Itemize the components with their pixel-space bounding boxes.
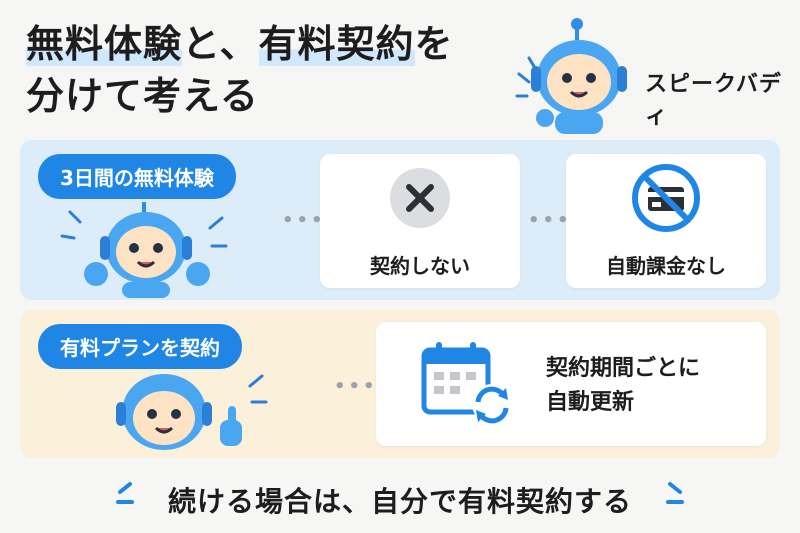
accent-lines-icon [116, 482, 134, 504]
title-line-1: 無料体験と、有料契約を [26, 18, 526, 70]
paid-plan-panel: 有料プランを契約 ••• [20, 310, 780, 458]
no-contract-label: 契約しない [370, 254, 470, 278]
auto-renew-label: 契約期間ごとに 自動更新 [546, 352, 700, 420]
no-auto-charge-card: 自動課金なし [566, 154, 766, 288]
no-contract-card: 契約しない [320, 154, 520, 288]
title-paid-contract: 有料契約 [258, 22, 415, 66]
no-credit-card-icon [632, 164, 700, 232]
mascot-thumbs-up-icon [116, 374, 268, 450]
title-particle: を [414, 22, 454, 66]
paid-plan-badge: 有料プランを契約 [38, 324, 242, 369]
brand-mascot-icon [515, 18, 627, 134]
free-trial-badge: 3日間の無料体験 [38, 154, 236, 199]
title-line-2: 分けて考える [26, 74, 259, 118]
footer-text: 続ける場合は、自分で有料契約する [167, 485, 632, 518]
title-conj: と、 [182, 22, 259, 66]
free-trial-panel: 3日間の無料体験 ••• 契約しない ••• [20, 140, 780, 300]
connector-dots: ••• [334, 376, 378, 397]
auto-renew-label-line2: 自動更新 [546, 390, 635, 415]
brand-name: スピークバディ [645, 72, 782, 129]
auto-renew-label-line1: 契約期間ごとに [546, 356, 701, 381]
no-auto-charge-label: 自動課金なし [606, 254, 726, 278]
x-circle-icon [390, 168, 450, 228]
accent-lines-icon [666, 482, 684, 504]
connector-dots: ••• [282, 210, 326, 231]
auto-renew-card: 契約期間ごとに 自動更新 [376, 322, 766, 446]
page-title: 無料体験と、有料契約を 分けて考える [26, 18, 526, 122]
mascot-cheer-icon [60, 202, 228, 298]
title-free-trial: 無料体験 [26, 22, 183, 66]
footer-message: 続ける場合は、自分で有料契約する [0, 468, 800, 528]
calendar-renew-icon [421, 342, 512, 424]
connector-dots: ••• [528, 210, 572, 231]
